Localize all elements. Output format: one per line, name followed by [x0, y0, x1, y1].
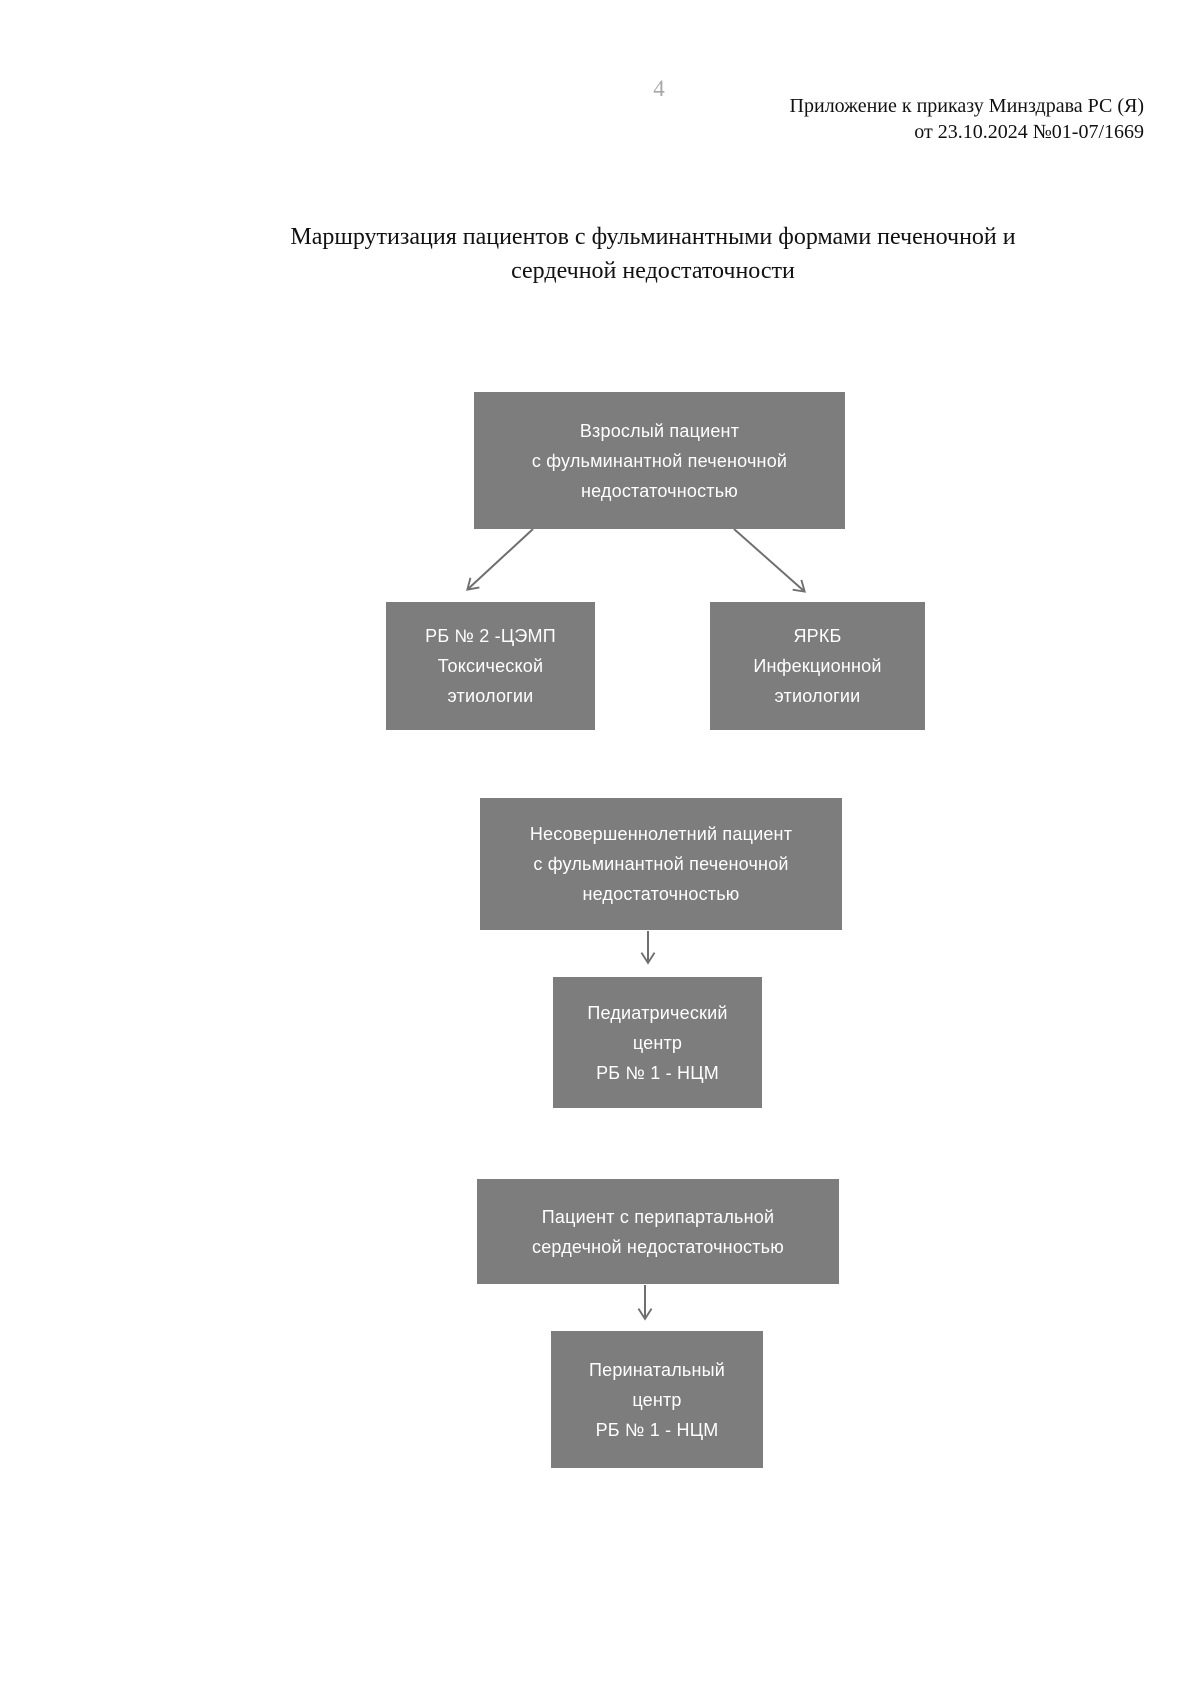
- box-line: РБ № 1 - НЦМ: [596, 1062, 719, 1083]
- flow-box-pediatric-center: Педиатрический центр РБ № 1 - НЦМ: [553, 977, 762, 1108]
- page-title-line-1: Маршрутизация пациентов с фульминантными…: [290, 224, 1016, 250]
- box-line: центр: [632, 1032, 683, 1053]
- box-line: Токсической: [437, 656, 544, 676]
- box-line: этиологии: [447, 686, 534, 706]
- flow-box-adult-patient: Взрослый пациент с фульминантной печеноч…: [474, 392, 845, 529]
- flow-box-perinatal-center: Перинатальный центр РБ № 1 - НЦМ: [551, 1331, 763, 1468]
- box-line: РБ № 2 -ЦЭМП: [425, 626, 556, 646]
- page-title-line-2: сердечной недостаточности: [511, 258, 795, 284]
- flow-box-rb2-cemp: РБ № 2 -ЦЭМП Токсической этиологии: [386, 602, 595, 730]
- box-line: центр: [632, 1389, 682, 1410]
- box-line: с фульминантной печеночной: [533, 854, 789, 874]
- box-line: сердечной недостаточностью: [532, 1236, 784, 1257]
- appendix-line-1: Приложение к приказу Минздрава РС (Я): [789, 95, 1144, 117]
- page-title: Маршрутизация пациентов с фульминантными…: [290, 220, 1015, 288]
- box-line: Несовершеннолетний пациент: [529, 824, 793, 844]
- box-line: Инфекционной: [753, 656, 882, 676]
- box-line: этиологии: [774, 686, 861, 706]
- box-line: Перинатальный: [588, 1359, 726, 1380]
- arrow-adult-to-rb2: [466, 528, 534, 591]
- flow-box-yarkb: ЯРКБ Инфекционной этиологии: [710, 602, 925, 730]
- arrow-adult-to-yarkb: [733, 528, 807, 593]
- box-line: Пациент с перипартальной: [541, 1206, 775, 1227]
- box-line: недостаточностью: [580, 480, 739, 501]
- flow-box-minor-patient: Несовершеннолетний пациент с фульминантн…: [480, 798, 842, 930]
- box-line: ЯРКБ: [793, 626, 842, 646]
- box-line: РБ № 1 - НЦМ: [595, 1419, 719, 1440]
- box-line: с фульминантной печеночной: [531, 450, 788, 471]
- appendix-reference: Приложение к приказу Минздрава РС (Я) от…: [790, 93, 1144, 145]
- page-number: 4: [653, 76, 665, 101]
- box-line: недостаточностью: [582, 884, 740, 904]
- box-line: Взрослый пациент: [579, 420, 740, 441]
- appendix-line-2: от 23.10.2024 №01-07/1669: [914, 121, 1144, 143]
- box-line: Педиатрический: [587, 1002, 728, 1023]
- flow-box-peripartum-patient: Пациент с перипартальной сердечной недос…: [477, 1179, 839, 1284]
